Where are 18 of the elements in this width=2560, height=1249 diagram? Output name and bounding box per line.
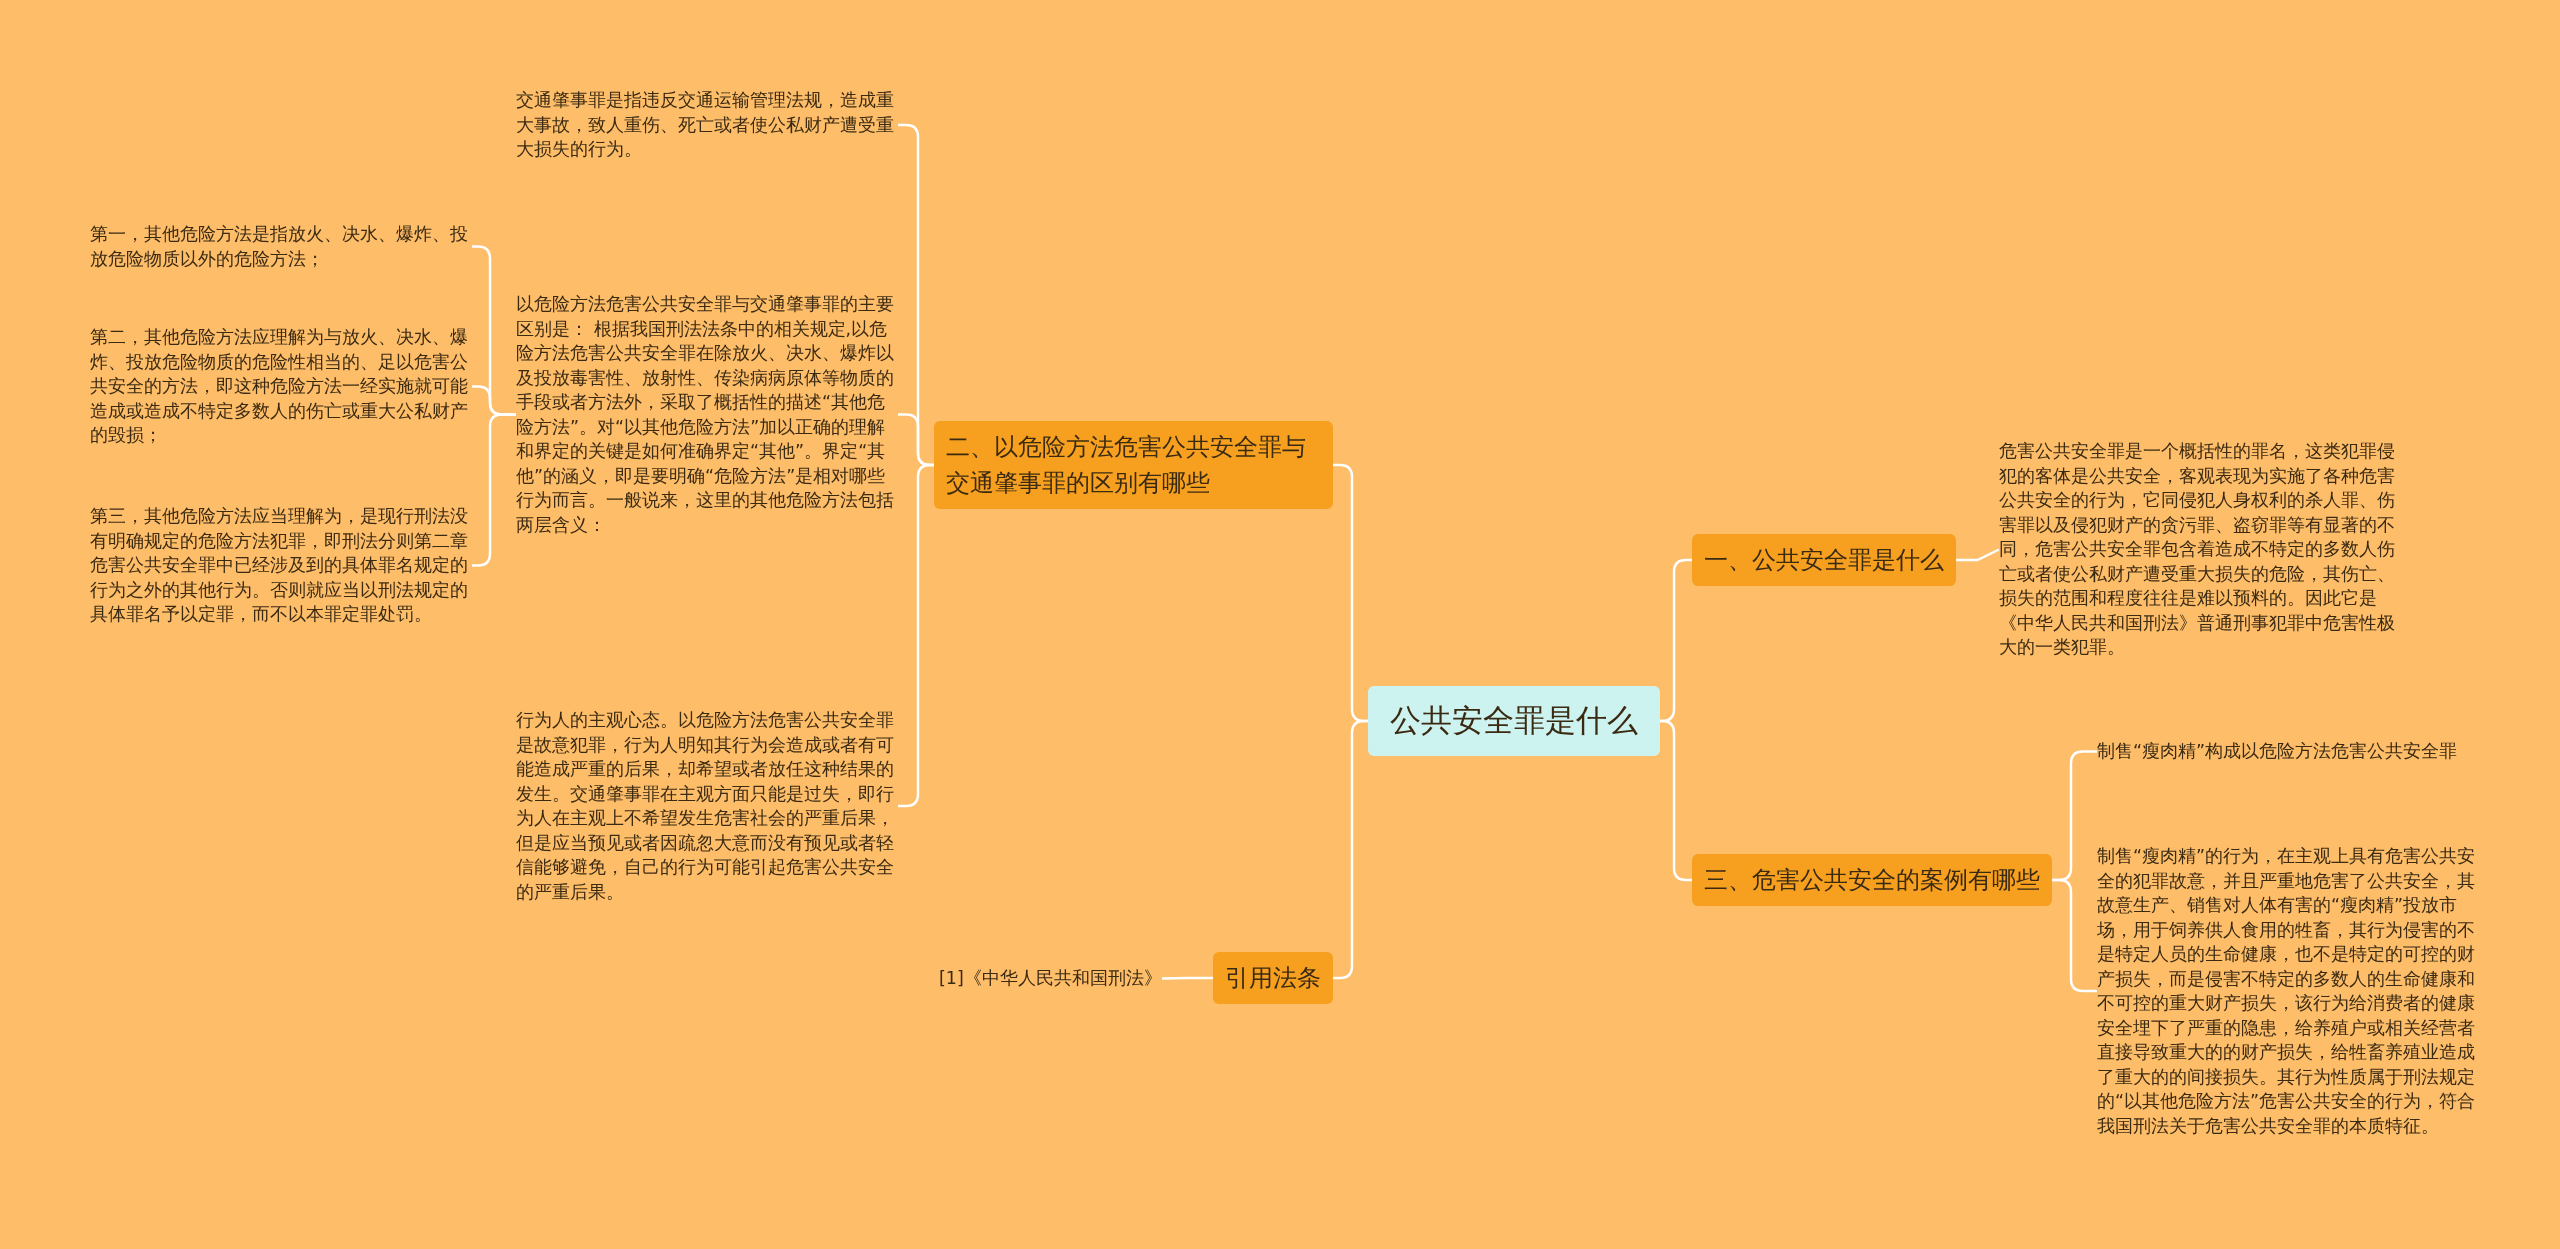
text-note: 以危险方法危害公共安全罪与交通肇事罪的主要区别是： 根据我国刑法法条中的相关规定,以危险方法危害公共安全罪在除放火、决水、爆炸以及投放毒害性、放射性、传染病病原体等物质的手段或者方法外，采取了概括性的描述“其他危险方法”。对“以其他危险方法”加以正确的理解和界定的关键是如何准确界定“其他”。界定“其他”的涵义，即是要明确“危险方法”是相对哪些行为而言。一般说来，这里的其他危险方法包括两层含义： <box>516 292 898 537</box>
connector-line <box>1333 719 1368 980</box>
central-topic-box: 公共安全罪是什么 <box>1368 686 1660 756</box>
text-note: 制售“瘦肉精”构成以危险方法危害公共安全罪 <box>2097 739 2479 764</box>
branch-topic-box: 引用法条 <box>1213 952 1333 1004</box>
text-note: 第三，其他危险方法应当理解为，是现行刑法没有明确规定的危险方法犯罪，即刑法分则第二章危害公共安全罪中已经涉及到的具体罪名规定的行为之外的其他行为。否则就应当以刑法规定的具体罪名予以定罪，而不以本罪定罪处罚。 <box>90 504 472 627</box>
text-note: 制售“瘦肉精”的行为，在主观上具有危害公共安全的犯罪故意，并且严重地危害了公共安全，其故意生产、销售对人体有害的“瘦肉精”投放市场，用于饲养供人食用的牲畜，其行为侵害的不是特定人员的生命健康，也不是特定的可控的财产损失，而是侵害不特定的多数人的生命健康和不可控的重大财产损失，该行为给消费者的健康安全埋下了严重的隐患，给养殖户或相关经营者直接导致重大的的财产损失，给牲畜养殖业造成了重大的的间接损失。其行为性质属于刑法规定的“以其他危险方法”危害公共安全的行为，符合我国刑法关于危害公共安全罪的本质特征。 <box>2097 844 2479 1138</box>
branch-topic-box: 一、公共安全罪是什么 <box>1692 534 1956 586</box>
text-note: 交通肇事罪是指违反交通运输管理法规，造成重大事故，致人重伤、死亡或者使公私财产遭受重大损失的行为。 <box>516 88 898 162</box>
text-note: 行为人的主观心态。以危险方法危害公共安全罪是故意犯罪，行为人明知其行为会造成或者有可能造成严重的后果，却希望或者放任这种结果的发生。交通肇事罪在主观方面只能是过失，即行为人在主观上不希望发生危害社会的严重后果，但是应当预见或者因疏忽大意而没有预见或者轻信能够避免，自己的行为可能引起危害公共安全的严重后果。 <box>516 708 898 904</box>
text-note: 第一，其他危险方法是指放火、决水、爆炸、投放危险物质以外的危险方法； <box>90 222 472 271</box>
connector-line <box>1956 548 2000 562</box>
text-note: 危害公共安全罪是一个概括性的罪名，这类犯罪侵犯的客体是公共安全，客观表现为实施了各种危害公共安全的行为，它同侵犯人身权利的杀人罪、伤害罪以及侵犯财产的贪污罪、盗窃罪等有显著的不同，危害公共安全罪包含着造成不特定的多数人伤亡或者使公私财产遭受重大损失的危险，其伤亡、损失的范围和程度往往是难以预料的。因此它是《中华人民共和国刑法》普通刑事犯罪中危害性极大的一类犯罪。 <box>1999 439 2399 660</box>
branch-topic-box: 二、以危险方法危害公共安全罪与交通肇事罪的区别有哪些 <box>934 421 1333 509</box>
text-note: 第二，其他危险方法应理解为与放火、决水、爆炸、投放危险物质的危险性相当的、足以危害公共安全的方法，即这种危险方法一经实施就可能造成或造成不特定多数人的伤亡或重大公私财产的毁损； <box>90 325 472 448</box>
citation-text: [1]《中华人民共和国刑法》 <box>939 966 1162 991</box>
branch-topic-box: 三、危害公共安全的案例有哪些 <box>1692 854 2052 906</box>
connector-line <box>1161 976 1213 980</box>
